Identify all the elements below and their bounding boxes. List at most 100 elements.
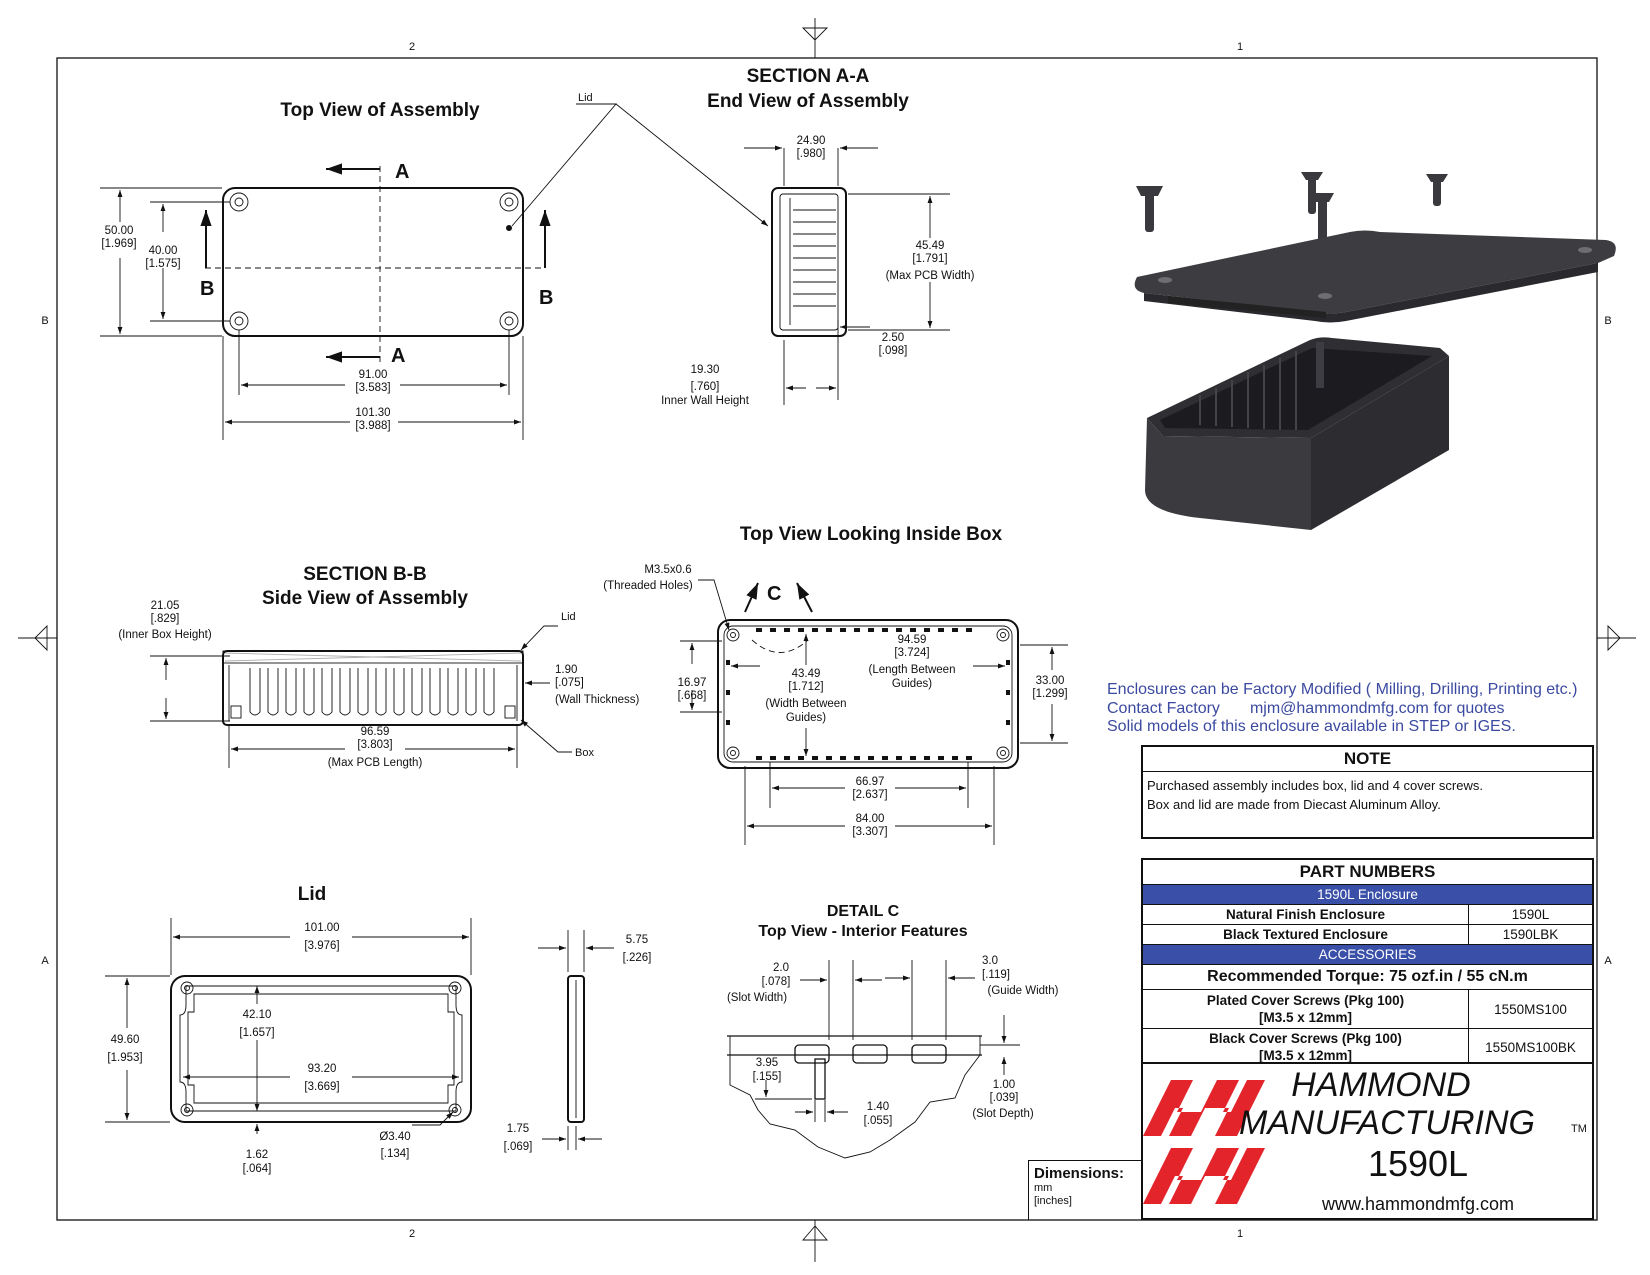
dim-lid-h-in: [1.953]	[107, 1052, 142, 1064]
dim-aa-pcb-mm: 45.49	[916, 240, 945, 252]
part-desc: Black Textured Enclosure	[1223, 927, 1388, 942]
exploded-assembly-illustration	[1134, 172, 1616, 530]
part-desc: Natural Finish Enclosure	[1225, 907, 1386, 922]
top-view-assembly: Top View of Assembly A A B B 50.00 [1.96…	[100, 92, 769, 440]
mount-hole-icons	[229, 192, 519, 331]
dim-in-d3-in: [3.724]	[894, 647, 929, 659]
dim-in-d5-in: [2.637]	[852, 789, 887, 801]
dim-c-guide-in: [.119]	[982, 969, 1010, 981]
dim-lid-inner-h-mm: 42.10	[243, 1009, 272, 1021]
dim-lid-inner-h-in: [1.657]	[239, 1027, 274, 1039]
top-view-outline	[222, 187, 524, 337]
part-row-plated-screws: Plated Cover Screws (Pkg 100) [M3.5 x 12…	[1143, 989, 1592, 1028]
section-marker-b-left: B	[200, 278, 214, 300]
part-number: 1590LBK	[1468, 925, 1592, 944]
dimensions-unit-inches: [inches]	[1034, 1195, 1072, 1207]
thread-note: (Threaded Holes)	[603, 580, 693, 592]
dim-aa-inner-mm: 19.30	[691, 364, 720, 376]
dim-in-d1-mm: 16.97	[678, 677, 707, 689]
dimensions-units-box: Dimensions: mm [inches]	[1028, 1160, 1141, 1220]
detail-c-view: DETAIL C Top View - Interior Features 2.…	[727, 903, 1059, 1159]
dim-lid-len-in: [3.976]	[304, 940, 339, 952]
dim-lid-rim-in: [.069]	[504, 1141, 533, 1153]
dim-in-d2-note2: Guides)	[786, 712, 826, 724]
dim-hole-h-mm: 91.00	[359, 369, 388, 381]
dim-c-a-in: [.155]	[753, 1071, 782, 1083]
zone-label-bottom-right: 1	[1237, 1228, 1243, 1240]
dim-c-slot-in: [.078]	[762, 976, 791, 988]
zone-label-right-a: A	[1604, 955, 1612, 967]
dim-lid-h-mm: 49.60	[111, 1034, 140, 1046]
part-desc: Plated Cover Screws (Pkg 100) [M3.5 x 12…	[1143, 990, 1468, 1028]
contact-email-link[interactable]: mjm@hammondmfg.com for quotes	[1249, 699, 1505, 717]
dim-bb-height-in: [.829]	[151, 613, 180, 625]
dim-hole-v-mm: 40.00	[149, 245, 178, 257]
dim-in-d3-note2: Guides)	[892, 678, 932, 690]
dim-in-d5-mm: 66.97	[856, 776, 885, 788]
part-desc: Black Cover Screws (Pkg 100) [M3.5 x 12m…	[1143, 1029, 1468, 1065]
dim-c-depth-in: [.039]	[990, 1092, 1019, 1104]
dim-bb-wall-mm: 1.90	[555, 664, 577, 676]
section-marker-b-right: B	[539, 287, 553, 309]
dim-length-in: [3.988]	[355, 420, 390, 432]
enclosure-band: 1590L Enclosure	[1143, 884, 1592, 904]
dim-in-d3-mm: 94.59	[898, 634, 927, 646]
lid-title: Lid	[298, 884, 327, 905]
detail-c-subtitle: Top View - Interior Features	[758, 923, 967, 940]
sheet-border	[56, 57, 1598, 1221]
dim-c-slot-mm: 2.0	[773, 962, 789, 974]
inside-view-title: Top View Looking Inside Box	[740, 524, 1003, 545]
note-title: NOTE	[1143, 747, 1592, 772]
company-url[interactable]: www.hammondmfg.com	[1321, 1194, 1514, 1214]
zone-label-left-a: A	[41, 955, 49, 967]
section-bb-title: SECTION B-B	[303, 564, 427, 585]
part-desc-line1: Black Cover Screws (Pkg 100)	[1209, 1031, 1402, 1046]
lid-leader-label: Lid	[578, 92, 593, 104]
dim-c-b-mm: 1.40	[867, 1101, 889, 1113]
dim-in-d2-note1: (Width Between	[765, 698, 846, 710]
hammond-logo: HAMMOND MANUFACTURING TM 1590L www.hammo…	[1143, 1066, 1587, 1214]
dim-in-d6-mm: 84.00	[856, 813, 885, 825]
dim-aa-wall-in: [.098]	[879, 345, 908, 357]
dim-hole-h-in: [3.583]	[355, 382, 390, 394]
factory-info-line1: Enclosures can be Factory Modified ( Mil…	[1107, 681, 1578, 698]
bb-lid-label: Lid	[561, 611, 576, 623]
section-marker-a-bottom: A	[391, 345, 405, 367]
dim-aa-pcb-note: (Max PCB Width)	[886, 270, 975, 282]
dim-bb-pcb-note: (Max PCB Length)	[328, 757, 423, 769]
dim-lid-inner-l-in: [3.669]	[304, 1081, 339, 1093]
title-block: HAMMOND MANUFACTURING TM 1590L www.hammo…	[1141, 1062, 1594, 1220]
factory-info: Enclosures can be Factory Modified ( Mil…	[1107, 681, 1607, 737]
part-row-black: Black Textured Enclosure 1590LBK	[1143, 924, 1592, 944]
dim-aa-wall-mm: 2.50	[882, 332, 904, 344]
factory-info-line3: Solid models of this enclosure available…	[1107, 718, 1516, 735]
dim-bb-pcb-in: [3.803]	[357, 739, 392, 751]
dim-c-depth-note: (Slot Depth)	[972, 1108, 1034, 1120]
dim-c-slot-note: (Slot Width)	[727, 992, 787, 1004]
hammond-logo-mark	[1143, 1080, 1265, 1204]
dim-lid-inner-l-mm: 93.20	[308, 1063, 337, 1075]
torque-spec: Recommended Torque: 75 ozf.in / 55 cN.m	[1143, 964, 1592, 989]
detail-marker-c: C	[767, 583, 781, 605]
part-number: 1550MS100	[1468, 990, 1592, 1028]
part-number: 1590L	[1468, 905, 1592, 924]
dim-lid-hole-mm: Ø3.40	[379, 1131, 410, 1143]
dim-aa-pcb-in: [1.791]	[912, 253, 947, 265]
section-bb-subtitle: Side View of Assembly	[262, 588, 468, 609]
centering-mark-left	[18, 624, 57, 652]
section-aa-title: SECTION A-A	[747, 66, 870, 87]
bb-box-label: Box	[575, 747, 594, 759]
part-desc-line2: [M3.5 x 12mm]	[1258, 1048, 1353, 1063]
dim-c-guide-note: (Guide Width)	[988, 985, 1059, 997]
dimensions-unit-mm: mm	[1034, 1182, 1053, 1194]
dim-c-guide-mm: 3.0	[982, 955, 998, 967]
dim-hole-v-in: [1.575]	[145, 258, 180, 270]
top-view-title: Top View of Assembly	[280, 100, 480, 121]
inside-box-view: Top View Looking Inside Box	[603, 524, 1068, 845]
contact-factory-label: Contact Factory	[1107, 699, 1220, 717]
dim-lid-thick-in: [.226]	[623, 952, 652, 964]
dim-lid-thick-mm: 5.75	[626, 934, 648, 946]
dim-in-d6-in: [3.307]	[852, 826, 887, 838]
part-desc-line1: Plated Cover Screws (Pkg 100)	[1206, 993, 1405, 1008]
dim-lid-rim-mm: 1.75	[507, 1123, 529, 1135]
